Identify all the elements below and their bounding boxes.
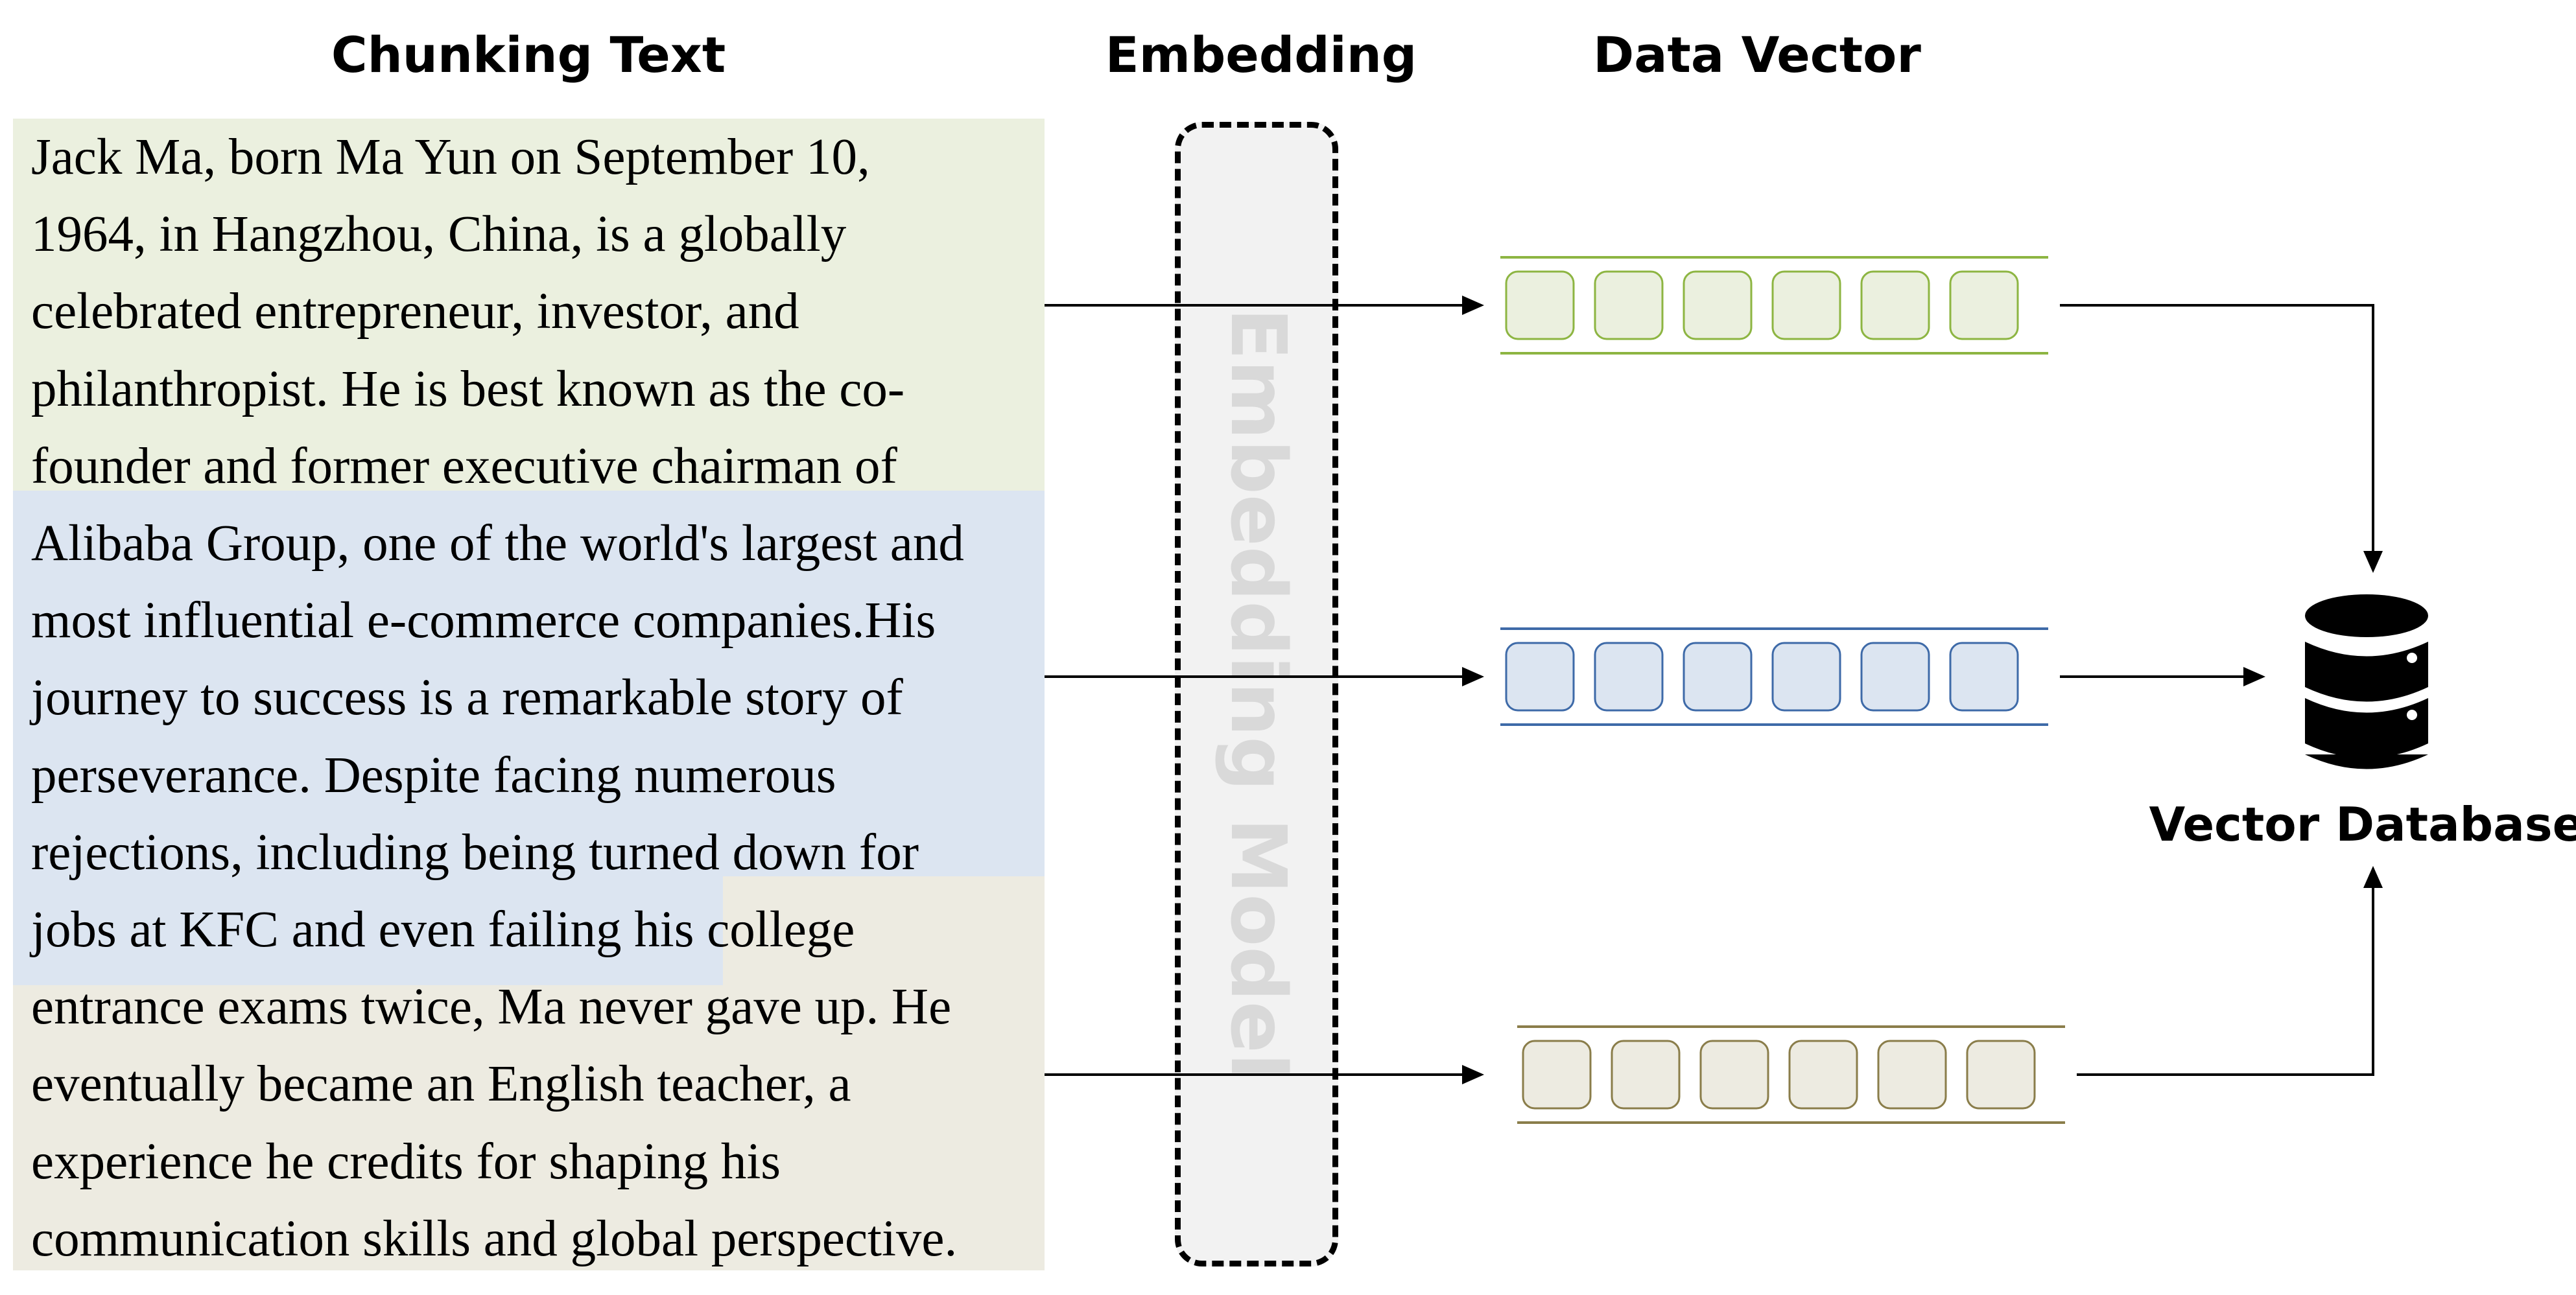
text-line: communication skills and global perspect… xyxy=(31,1210,958,1267)
vector-cell xyxy=(1699,1040,1769,1110)
chunk-2-background-tail xyxy=(13,876,723,985)
text-line: journey to success is a remarkable story… xyxy=(31,670,903,727)
database-icon xyxy=(2305,594,2428,758)
vector-database-label: Vector Database xyxy=(2149,797,2576,852)
chunk-1-background xyxy=(13,119,1045,491)
vector-cell xyxy=(1860,642,1930,712)
vector-green xyxy=(1500,256,2048,355)
vector-cell xyxy=(1860,270,1930,340)
vector-cell xyxy=(1877,1040,1947,1110)
data-vector-heading: Data Vector xyxy=(1593,26,1921,84)
vector-tan xyxy=(1517,1025,2065,1124)
arrow-vector-1-to-database xyxy=(2060,304,2383,573)
vector-cell xyxy=(1788,1040,1858,1110)
vector-cell xyxy=(1611,1040,1681,1110)
text-line: 1964, in Hangzhou, China, is a globally xyxy=(31,206,847,263)
text-line: philanthropist. He is best known as the … xyxy=(31,360,905,417)
text-line: founder and former executive chairman of xyxy=(31,438,897,495)
vector-cell xyxy=(1683,642,1753,712)
chunking-text-heading: Chunking Text xyxy=(331,26,726,84)
vector-cell xyxy=(1683,270,1753,340)
text-line: experience he credits for shaping his xyxy=(31,1133,781,1190)
text-line: Alibaba Group, one of the world's larges… xyxy=(31,515,964,572)
vector-cell xyxy=(1949,270,2019,340)
embedding-heading: Embedding xyxy=(1105,26,1417,84)
chunk-3-background-head xyxy=(723,876,1045,985)
vector-cell xyxy=(1594,270,1664,340)
vector-cell xyxy=(1594,642,1664,712)
chunk-2-background xyxy=(13,491,1045,876)
vector-cell xyxy=(1522,1040,1592,1110)
text-line: entrance exams twice, Ma never gave up. … xyxy=(31,979,952,1036)
arrow-vector-3-to-database xyxy=(2077,866,2383,1076)
text-line: most influential e-commerce companies.Hi… xyxy=(31,592,936,649)
vector-cell xyxy=(1966,1040,2036,1110)
vector-blue xyxy=(1500,627,2048,726)
text-line: Jack Ma, born Ma Yun on September 10, xyxy=(31,129,870,185)
text-line: jobs at KFC and even failing his college xyxy=(31,902,855,959)
vector-cell xyxy=(1949,642,2019,712)
vector-cell xyxy=(1771,642,1841,712)
text-line: perseverance. Despite facing numerous xyxy=(31,747,836,804)
database-icon-base xyxy=(2305,736,2428,769)
chunking-text-body: Jack Ma, born Ma Yun on September 10, 19… xyxy=(31,119,1043,1278)
text-line: rejections, including being turned down … xyxy=(31,824,919,881)
chunk-3-background xyxy=(13,985,1045,1270)
text-line: celebrated entrepreneur, investor, and xyxy=(31,283,799,340)
vector-cell xyxy=(1505,270,1575,340)
vector-cell xyxy=(1771,270,1841,340)
text-line: eventually became an English teacher, a xyxy=(31,1056,851,1113)
vector-cell xyxy=(1505,642,1575,712)
